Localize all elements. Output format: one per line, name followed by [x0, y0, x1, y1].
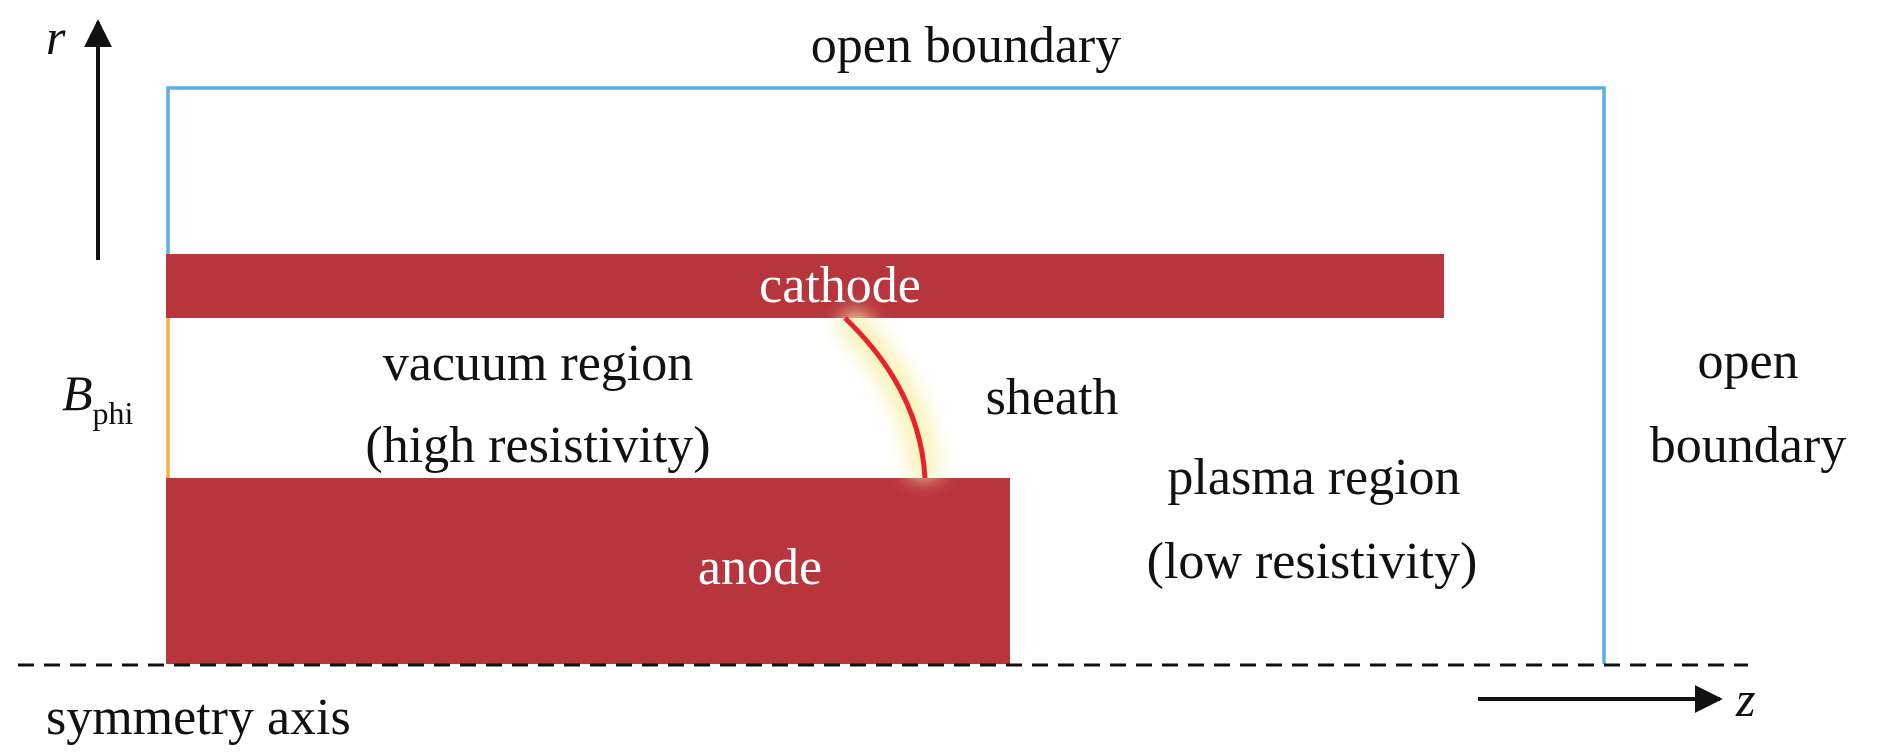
plasma-region-label-2: (low resistivity): [1147, 533, 1478, 590]
bphi-label: Bphi: [62, 365, 134, 431]
vacuum-region-label-2: (high resistivity): [365, 417, 710, 474]
open-boundary-right-label-2: boundary: [1650, 417, 1846, 474]
z-axis-label: z: [1735, 671, 1755, 727]
sheath-label: sheath: [986, 369, 1119, 426]
open-boundary-line: [166, 86, 1606, 664]
r-axis-label: r: [46, 9, 66, 65]
vacuum-region-label-1: vacuum region: [383, 335, 693, 392]
sheath-glow: [834, 307, 940, 480]
bphi-subscript: phi: [93, 395, 134, 431]
anode-electrode: [166, 478, 1010, 664]
cathode-electrode: [166, 254, 1444, 318]
open-boundary-top-label: open boundary: [811, 17, 1121, 74]
sheath-curve: [843, 316, 928, 479]
bphi-main: B: [62, 365, 93, 421]
plasma-region-label-1: plasma region: [1167, 449, 1460, 506]
symmetry-axis-label: symmetry axis: [46, 689, 351, 746]
anode-label: anode: [698, 539, 822, 596]
cathode-label: cathode: [759, 257, 921, 314]
open-boundary-right-label-1: open: [1697, 333, 1798, 390]
